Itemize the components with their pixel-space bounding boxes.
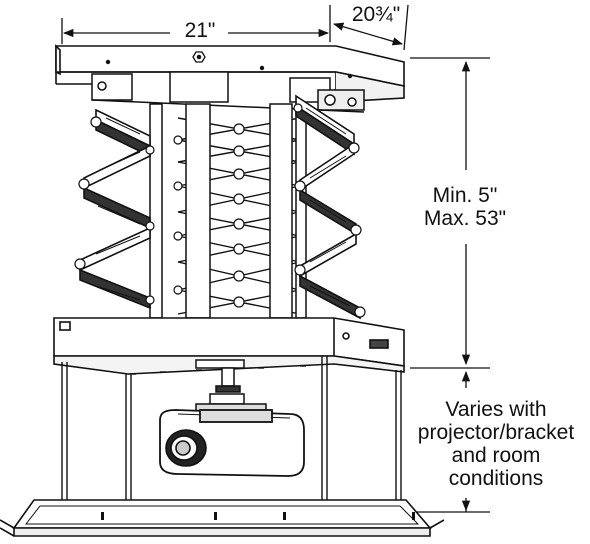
drop-label-line-4: conditions [448,467,544,490]
drop-label-line-2: projector/bracket [417,421,575,444]
left-scissor-arm [79,108,151,310]
travel-label: Min. 5" Max. 53" [410,184,520,230]
plate-holes [105,59,353,79]
suspension-rods [61,356,402,506]
hex-bolt-icon [192,51,206,63]
travel-dimension [410,57,490,369]
drop-label: Varies with projector/bracket and room c… [404,398,588,490]
depth-dimension [333,4,409,51]
left-arm-pivots [74,116,155,305]
drop-dimension [410,370,490,513]
width-dimension [61,5,331,44]
drop-label-line-1: Varies with [445,398,547,421]
trim-fasteners [101,512,415,520]
ceiling-trim-panel [0,499,445,537]
travel-max-label: Max. 53" [423,207,507,230]
right-arm-pivots [293,103,366,318]
drop-label-line-3: and room [451,444,541,467]
motor-housing [91,71,365,113]
travel-min-label: Min. 5" [432,184,498,207]
depth-label: 20¾" [351,3,401,26]
projector-lens-icon [165,429,207,467]
width-label: 21" [184,19,216,42]
guide-columns [149,103,307,319]
